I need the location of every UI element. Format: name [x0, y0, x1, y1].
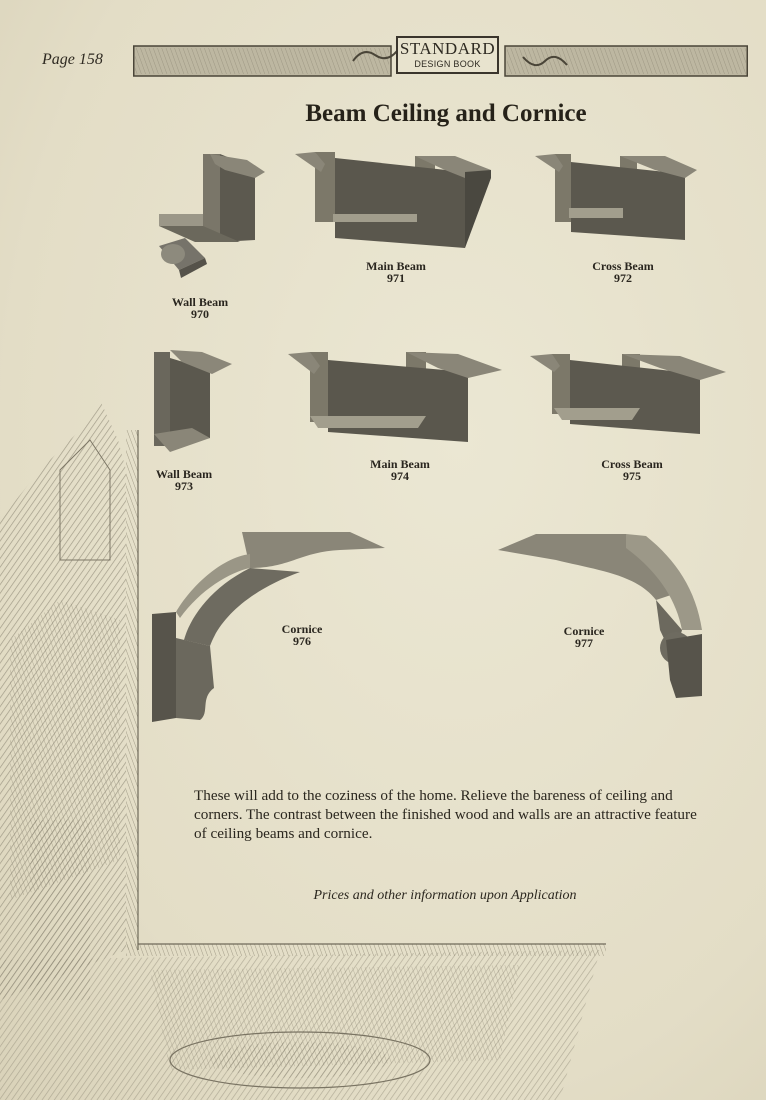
item-name: Cross Beam: [592, 259, 654, 273]
item-number: 977: [575, 636, 593, 650]
item-label-971: Main Beam 971: [350, 260, 442, 284]
logo-line-2: DESIGN BOOK: [414, 59, 481, 69]
page-number: Page 158: [42, 51, 103, 68]
item-label-972: Cross Beam 972: [575, 260, 671, 284]
prices-note: Prices and other information upon Applic…: [313, 888, 577, 903]
item-number: 974: [391, 469, 409, 483]
standard-design-book-logo: STANDARD DESIGN BOOK: [396, 36, 499, 74]
wall-beam-973-illustration: [154, 350, 232, 452]
logo-line-1: STANDARD: [399, 39, 496, 58]
item-number: 975: [623, 469, 641, 483]
item-label-975: Cross Beam 975: [580, 458, 684, 482]
main-beam-971-illustration: [295, 152, 491, 248]
item-name: Main Beam: [366, 259, 426, 273]
wall-beam-970-illustration: [159, 154, 265, 278]
item-label-974: Main Beam 974: [352, 458, 448, 482]
header-ornament-band: [133, 45, 748, 77]
item-label-970: Wall Beam 970: [155, 296, 245, 320]
cornice-976-illustration: [152, 532, 385, 722]
item-number: 976: [293, 634, 311, 648]
item-name: Main Beam: [370, 457, 430, 471]
item-name: Cornice: [563, 624, 605, 638]
item-number: 970: [191, 307, 209, 321]
cross-beam-972-illustration: [535, 154, 697, 240]
main-beam-974-illustration: [288, 352, 502, 442]
item-number: 972: [614, 271, 632, 285]
description-paragraph: These will add to the coziness of the ho…: [194, 787, 697, 843]
item-label-973: Wall Beam 973: [152, 468, 216, 492]
item-name: Cornice: [281, 622, 323, 636]
item-label-977: Cornice 977: [546, 625, 622, 649]
page-title: Beam Ceiling and Cornice: [305, 100, 587, 127]
cross-beam-975-illustration: [530, 354, 726, 434]
cornice-977-illustration: [498, 534, 702, 698]
item-label-976: Cornice 976: [262, 623, 342, 647]
item-name: Wall Beam: [171, 295, 229, 309]
item-number: 973: [175, 479, 193, 493]
item-number: 971: [387, 271, 405, 285]
item-name: Wall Beam: [155, 467, 213, 481]
item-name: Cross Beam: [601, 457, 663, 471]
